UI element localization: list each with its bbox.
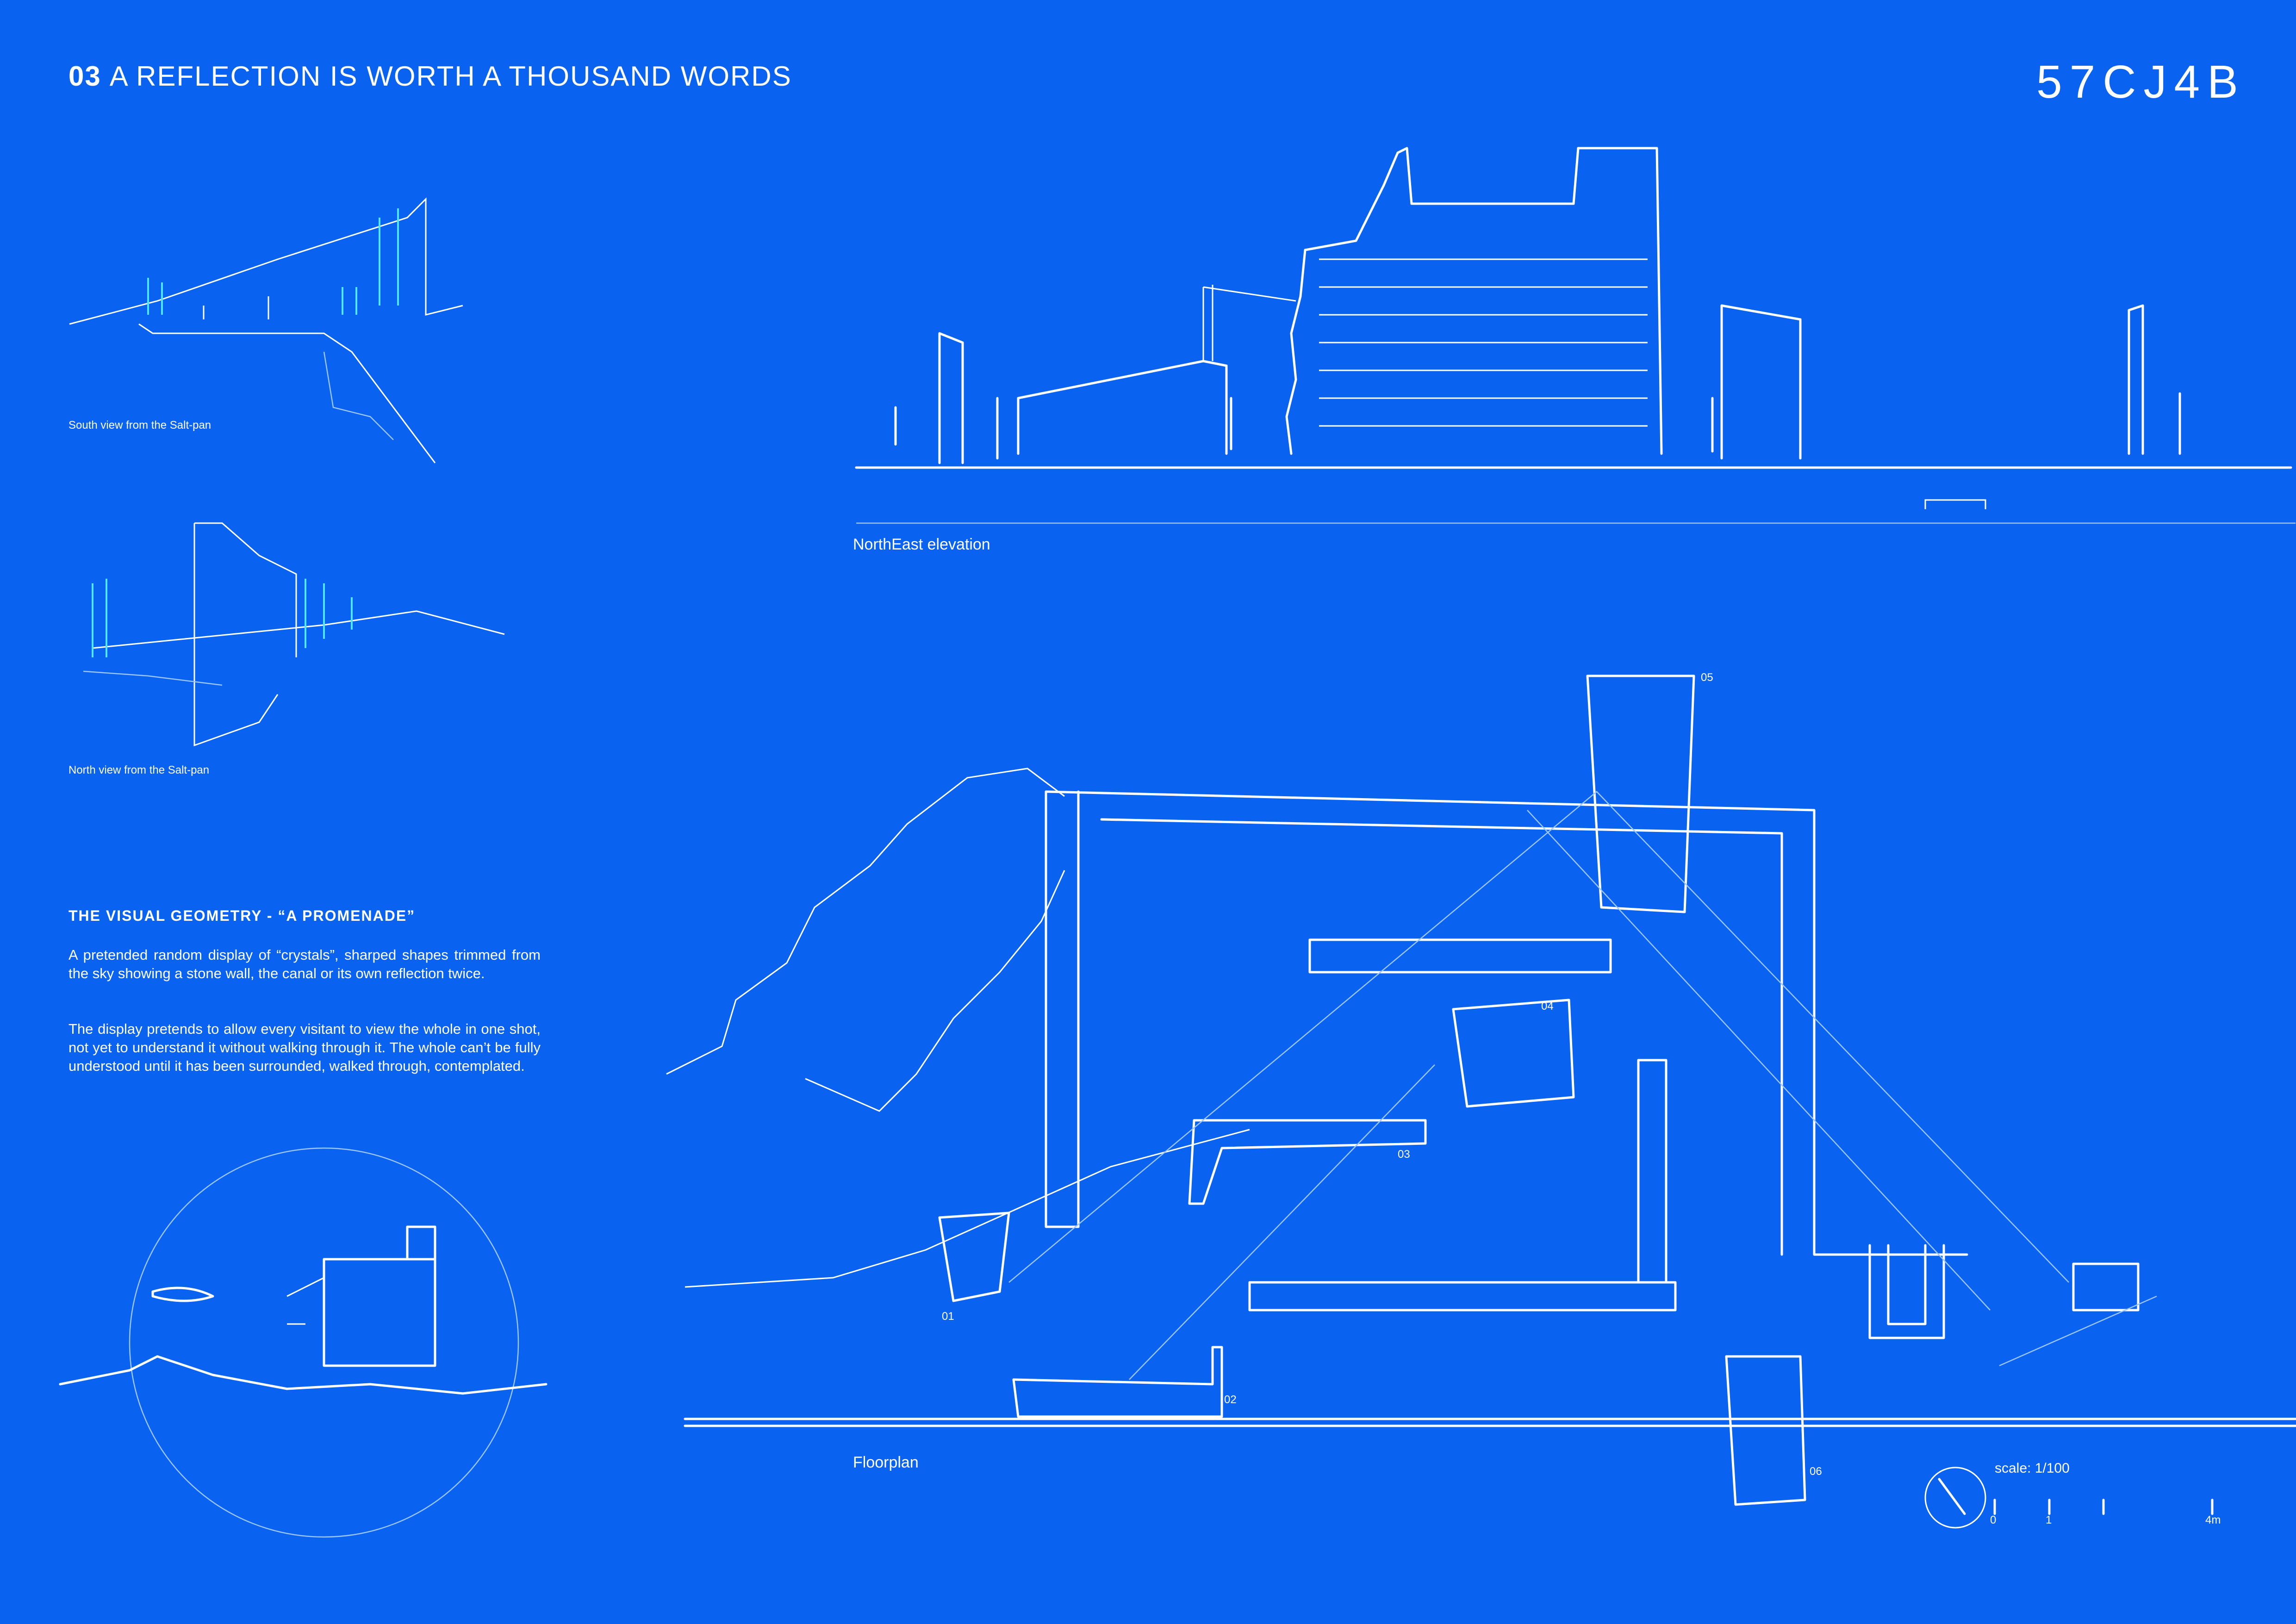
- north-view-caption: North view from the Salt-pan: [68, 764, 210, 776]
- title-text: A REFLECTION IS WORTH A THOUSAND WORDS: [109, 61, 792, 92]
- scale-tick-1: 1: [2046, 1514, 2052, 1526]
- northeast-elevation: [855, 147, 2296, 524]
- south-view-sketch: [69, 197, 463, 463]
- title-number: 03: [68, 61, 101, 92]
- floorplan-label-03: 03: [1398, 1148, 1410, 1161]
- south-view-caption: South view from the Salt-pan: [68, 419, 212, 431]
- description-paragraph-1: A pretended random display of “crystals”…: [68, 947, 541, 981]
- floorplan-caption: Floorplan: [853, 1454, 919, 1471]
- floorplan-label-06: 06: [1810, 1465, 1822, 1478]
- floorplan-label-01: 01: [942, 1310, 954, 1323]
- page-title: 03 A REFLECTION IS WORTH A THOUSAND WORDS: [68, 60, 792, 92]
- scale-tick-0: 0: [1990, 1514, 1997, 1526]
- north-arrow-icon: [1924, 1467, 1986, 1529]
- site-plan-sketch: [59, 1147, 548, 1538]
- elevation-caption: NorthEast elevation: [853, 536, 990, 553]
- project-code: 57CJ4B: [2036, 56, 2246, 108]
- floorplan-drawing: [666, 675, 2296, 1506]
- floorplan-label-02: 02: [1224, 1393, 1237, 1406]
- north-view-sketch: [83, 522, 505, 747]
- scale-bar-icon: [1993, 1499, 2214, 1515]
- floorplan-label-04: 04: [1541, 1000, 1554, 1012]
- scale-label: scale: 1/100: [1995, 1461, 2070, 1476]
- description-paragraph-2: The display pretends to allow every visi…: [68, 1021, 541, 1074]
- section-heading: THE VISUAL GEOMETRY - “A PROMENADE”: [68, 907, 416, 924]
- scale-tick-4m: 4m: [2205, 1514, 2221, 1526]
- floorplan-label-05: 05: [1701, 671, 1713, 684]
